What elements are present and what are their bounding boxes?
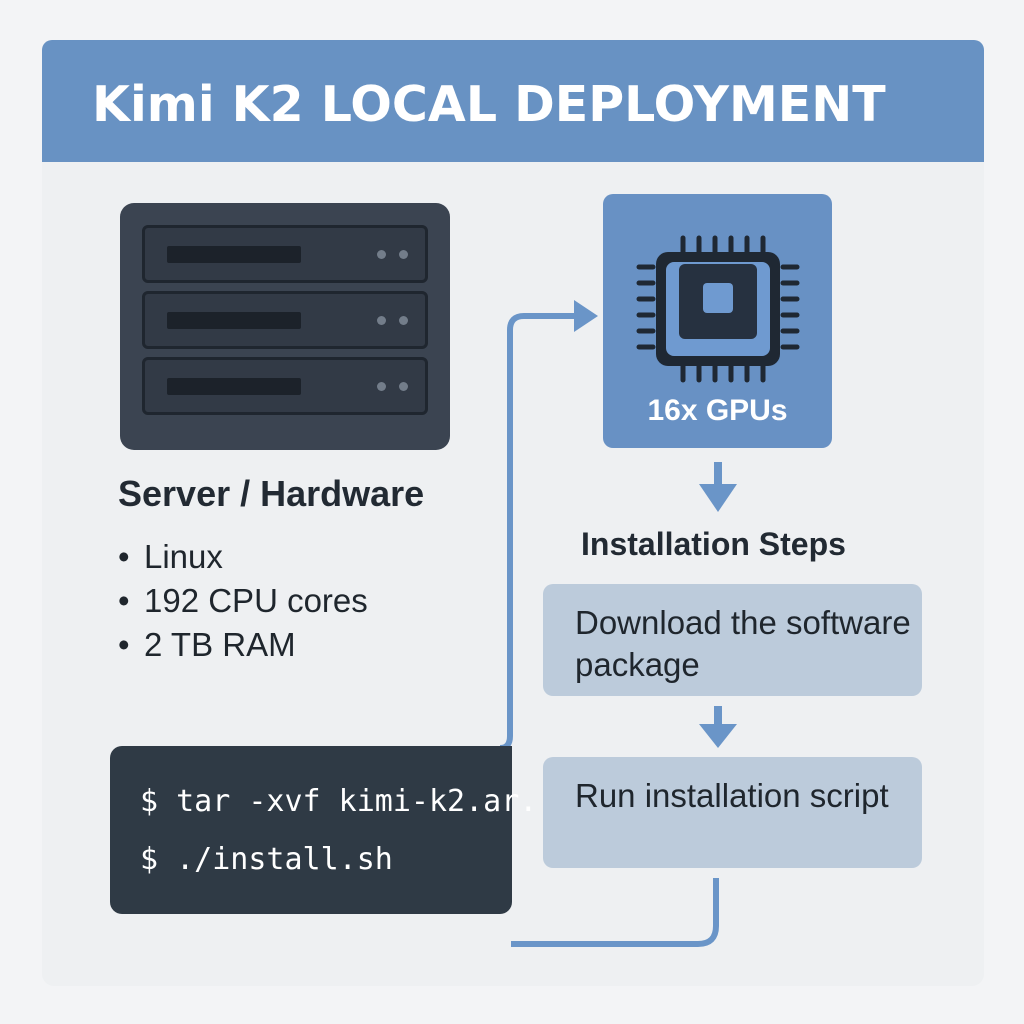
server-spec-list: • Linux • 192 CPU cores • 2 TB RAM [118,535,368,667]
arrow-down-icon [699,724,737,748]
server-section-title: Server / Hardware [118,473,425,514]
spec-item: • 2 TB RAM [118,623,368,667]
gpu-tile: 16x GPUs [603,194,832,448]
drive-slot [167,246,301,263]
bullet-mark: • [118,626,130,663]
bullet-mark: • [118,538,130,575]
arrow-down-shaft [714,462,722,484]
status-led [399,382,408,391]
spec-item-label: 2 TB RAM [144,626,296,663]
step-run-script-label: Run installation script [575,777,889,814]
status-led [399,250,408,259]
terminal-window: $ tar -xvf kimi-k2.ar. $ ./install.sh [110,746,537,914]
arrow-down-shaft [714,706,722,724]
status-led [399,316,408,325]
spec-item-label: 192 CPU cores [144,582,368,619]
server-bay [142,291,428,349]
gpu-label: 16x GPUs [647,394,788,427]
arrow-down-icon [699,484,737,512]
step-to-terminal-connector [511,878,719,947]
spec-item-label: Linux [144,538,223,575]
terminal-to-gpu-connector [499,313,580,751]
drive-slot [167,312,301,329]
page-title: Kimi K2 LOCAL DEPLOYMENT [92,76,886,133]
installation-steps-title: Installation Steps [581,526,846,562]
status-led [377,250,386,259]
title-banner [42,40,984,162]
terminal-command-extract: $ tar -xvf kimi-k2.ar. [140,784,538,819]
spec-item: • Linux [118,535,368,579]
server-rack-icon [120,203,450,450]
terminal-command-install: $ ./install.sh [140,842,393,877]
gpu-chip-icon [636,235,800,383]
drive-slot [167,378,301,395]
arrow-right-icon [574,300,598,332]
server-bay [142,225,428,283]
server-bay [142,357,428,415]
bullet-mark: • [118,582,130,619]
status-led [377,316,386,325]
spec-item: • 192 CPU cores [118,579,368,623]
step-download-label: Download the software package [575,604,911,683]
status-led [377,382,386,391]
step-download: Download the software package [543,584,922,696]
step-run-script: Run installation script [543,757,922,868]
